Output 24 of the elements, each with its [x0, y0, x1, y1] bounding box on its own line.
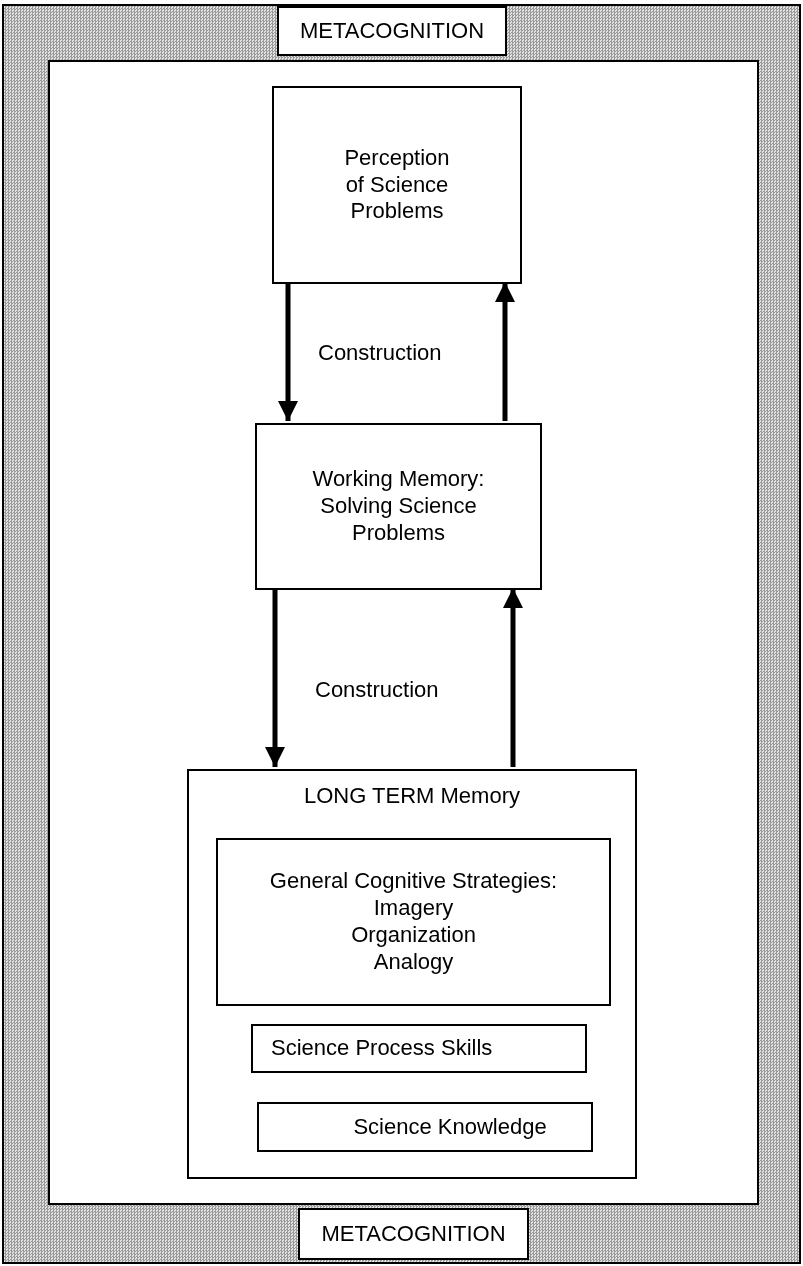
arrow [503, 588, 523, 767]
box-text: Analogy [373, 948, 454, 976]
heading-label: METACOGNITION [298, 1208, 529, 1260]
box-text: Science Process Skills [271, 1035, 493, 1062]
heading-label: METACOGNITION [277, 6, 507, 56]
box-text: Working Memory: Solving Science Problems [311, 466, 486, 547]
box-text: Perception of Science Problems [343, 144, 451, 226]
box-text: Organization [351, 922, 476, 949]
metacognition-frame [2, 4, 801, 1264]
knowledge-box [257, 1102, 593, 1152]
arrow [278, 282, 298, 421]
memory-box [187, 769, 637, 1179]
arrow [265, 588, 285, 767]
process-box [272, 86, 522, 284]
box-heading: LONG TERM Memory [304, 783, 520, 810]
process-box [255, 423, 542, 590]
box-text: General Cognitive Strategies: [269, 868, 558, 896]
strategy-box [216, 838, 611, 1006]
box-text: Science Knowledge [353, 1113, 547, 1141]
arrow-label: Construction [315, 677, 439, 703]
skill-box [251, 1024, 587, 1073]
arrow [495, 282, 515, 421]
arrow-label: Construction [318, 340, 442, 366]
box-text: Imagery [373, 895, 454, 922]
